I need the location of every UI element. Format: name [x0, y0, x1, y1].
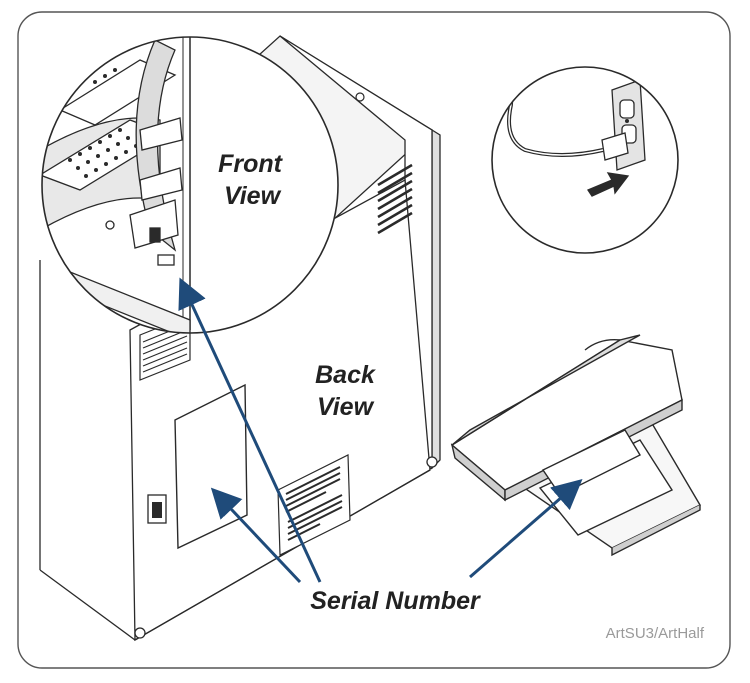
power-inlet-icon — [147, 494, 167, 524]
back-view-label: Back — [315, 361, 376, 389]
power-plug-icon — [601, 132, 629, 161]
pointer-arrows — [178, 277, 583, 584]
screw-icon — [355, 92, 365, 102]
wall-outlet-inset — [491, 66, 679, 254]
front-view-magnifier — [41, 36, 339, 334]
serial-number-label: Serial Number — [310, 587, 481, 615]
insert-arrow-icon — [587, 172, 630, 197]
arrow-to-back-serial — [210, 487, 302, 584]
side-vent-slats — [377, 163, 413, 235]
back-view-label-line2: View — [317, 393, 375, 421]
arrow-to-module-serial — [469, 479, 583, 579]
foot-icon — [426, 456, 438, 468]
art-credit: ArtSU3/ArtHalf — [606, 625, 705, 642]
arrow-to-front-serial — [178, 277, 322, 583]
foot-icon — [134, 627, 146, 639]
front-view-label: Front — [218, 150, 284, 178]
front-view-label-line2: View — [224, 182, 282, 210]
removable-module — [450, 334, 701, 557]
